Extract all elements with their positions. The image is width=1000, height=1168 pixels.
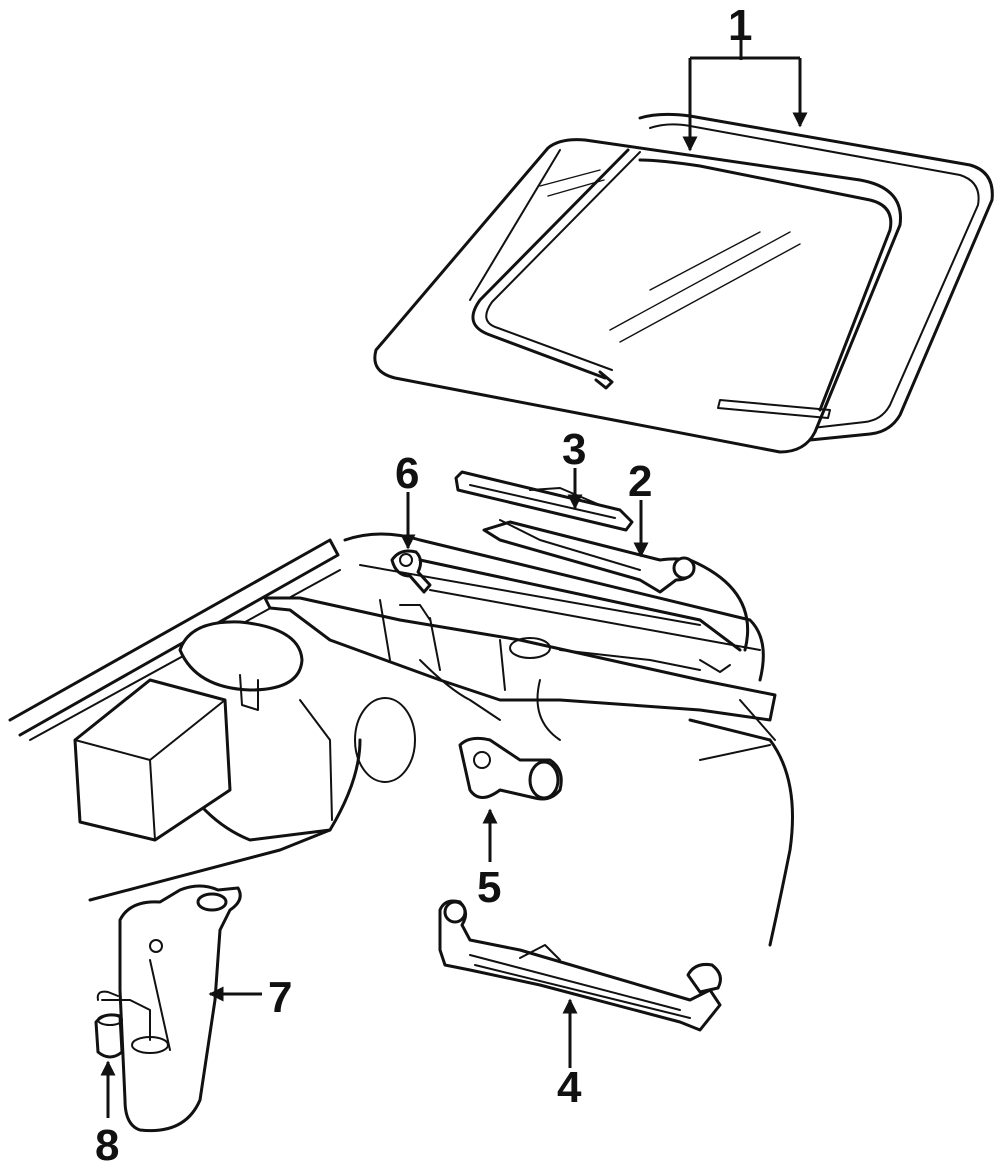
callout-8: 8 [95,1121,119,1168]
callout-1: 1 [728,1,752,50]
windshield-assembly [373,112,994,454]
callout-4: 4 [557,1063,582,1112]
washer-pump [94,990,151,1059]
washer-reservoir [118,884,242,1133]
callout-2: 2 [628,457,652,506]
callout-6: 6 [395,449,419,498]
cowl-body-structure [8,532,794,947]
wiper-linkage [438,899,722,1032]
callout-3: 3 [562,425,586,474]
wiper-motor [458,736,563,801]
wiper-blade [454,470,634,532]
callout-leaders [100,40,808,1118]
callout-7: 7 [268,973,292,1022]
wiper-arm [482,519,696,594]
callout-5: 5 [477,863,501,912]
